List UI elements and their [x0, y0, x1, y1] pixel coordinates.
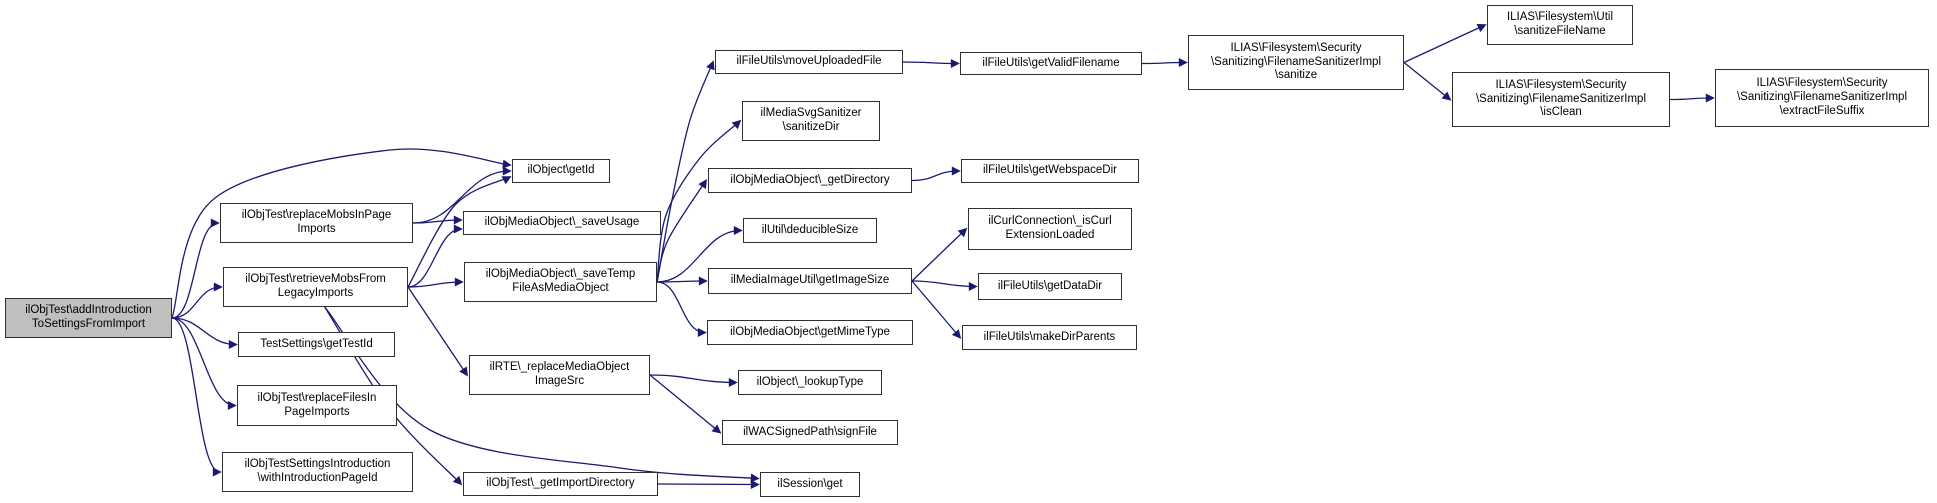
graph-node-with-introduction-page-id[interactable]: ilObjTestSettingsIntroduction \withIntro…: [222, 452, 413, 492]
graph-node-replace-mobs[interactable]: ilObjTest\replaceMobsInPage Imports: [220, 203, 413, 243]
graph-node-lookup-type[interactable]: ilObject\_lookupType: [738, 370, 882, 395]
edge-save-temp-to-sanitize-dir: [656, 119, 742, 283]
graph-node-is-curl-extension-loaded[interactable]: ilCurlConnection\_isCurl ExtensionLoaded: [968, 208, 1132, 250]
graph-node-move-uploaded-file[interactable]: ilFileUtils\moveUploadedFile: [715, 50, 903, 74]
edge-get-image-size-to-is-curl-extension-loaded: [911, 227, 968, 282]
edge-save-temp-to-move-uploaded-file: [656, 60, 715, 283]
graph-node-save-usage[interactable]: ilObjMediaObject\_saveUsage: [463, 211, 661, 235]
graph-node-save-temp[interactable]: ilObjMediaObject\_saveTemp FileAsMediaOb…: [464, 262, 657, 302]
edge-save-temp-to-deducible-size: [656, 226, 743, 283]
edge-retrieve-mobs-to-save-usage: [407, 224, 463, 288]
graph-node-get-valid-filename[interactable]: ilFileUtils\getValidFilename: [960, 52, 1142, 75]
edge-retrieve-mobs-to-save-temp: [407, 277, 464, 288]
graph-node-get-directory[interactable]: ilObjMediaObject\_getDirectory: [708, 168, 912, 193]
edge-save-temp-to-get-mime-type: [656, 281, 707, 337]
graph-node-sanitize-file-name[interactable]: ILIAS\Filesystem\Util \sanitizeFileName: [1487, 5, 1633, 45]
edge-add-introduction-to-get-test-id: [171, 317, 238, 349]
edge-add-introduction-to-retrieve-mobs: [171, 282, 223, 319]
graph-node-sanitize-dir[interactable]: ilMediaSvgSanitizer \sanitizeDir: [742, 101, 880, 141]
edge-is-clean-to-extract-file-suffix: [1669, 93, 1715, 103]
graph-node-sign-file[interactable]: ilWACSignedPath\signFile: [722, 420, 898, 445]
edge-replace-mobs-to-save-usage: [412, 215, 463, 225]
edge-sanitize-to-sanitize-file-name: [1403, 23, 1487, 64]
edge-replace-mobs-to-get-id: [412, 166, 512, 224]
edge-replace-media-object-image-src-to-sign-file: [649, 374, 722, 434]
edge-add-introduction-to-with-introduction-page-id: [171, 317, 222, 477]
edge-save-temp-to-get-image-size: [656, 276, 708, 286]
graph-node-get-import-directory[interactable]: ilObjTest\_getImportDirectory: [463, 472, 658, 496]
graph-node-is-clean[interactable]: ILIAS\Filesystem\Security \Sanitizing\Fi…: [1452, 72, 1670, 127]
edge-replace-media-object-image-src-to-lookup-type: [649, 374, 738, 387]
graph-node-get-mime-type[interactable]: ilObjMediaObject\getMimeType: [707, 320, 913, 345]
graph-node-get-data-dir[interactable]: ilFileUtils\getDataDir: [978, 273, 1122, 300]
edge-get-image-size-to-get-data-dir: [911, 280, 978, 291]
edge-add-introduction-to-get-id: [171, 148, 512, 319]
graph-node-session-get[interactable]: ilSession\get: [760, 472, 860, 497]
edge-save-temp-to-get-directory: [656, 178, 707, 283]
edge-get-directory-to-get-webspace-dir: [911, 166, 961, 182]
graph-node-replace-media-object-image-src[interactable]: ilRTE\_replaceMediaObject ImageSrc: [469, 355, 650, 395]
edge-add-introduction-to-replace-files: [171, 317, 237, 410]
edge-move-uploaded-file-to-get-valid-filename: [902, 58, 960, 68]
graph-node-get-test-id[interactable]: TestSettings\getTestId: [238, 332, 395, 357]
graph-node-extract-file-suffix[interactable]: ILIAS\Filesystem\Security \Sanitizing\Fi…: [1715, 69, 1929, 127]
edge-retrieve-mobs-to-get-id: [407, 176, 512, 288]
edge-add-introduction-to-replace-mobs: [171, 218, 220, 319]
graph-node-get-image-size[interactable]: ilMediaImageUtil\getImageSize: [708, 268, 912, 294]
graph-node-retrieve-mobs[interactable]: ilObjTest\retrieveMobsFrom LegacyImports: [223, 267, 408, 307]
graph-node-deducible-size[interactable]: ilUtil\deducibleSize: [743, 218, 877, 243]
edge-get-image-size-to-make-dir-parents: [911, 280, 962, 339]
graph-node-get-id[interactable]: ilObject\getId: [512, 159, 610, 183]
edge-sanitize-to-is-clean: [1403, 61, 1452, 101]
edge-retrieve-mobs-to-session-get: [324, 306, 760, 483]
graph-node-replace-files[interactable]: ilObjTest\replaceFilesIn PageImports: [237, 385, 397, 426]
edge-get-import-directory-to-session-get: [657, 479, 760, 489]
graph-node-add-introduction: ilObjTest\addIntroduction ToSettingsFrom…: [5, 298, 172, 338]
graph-node-make-dir-parents[interactable]: ilFileUtils\makeDirParents: [962, 325, 1137, 350]
graph-node-sanitize[interactable]: ILIAS\Filesystem\Security \Sanitizing\Fi…: [1188, 35, 1404, 90]
edge-retrieve-mobs-to-replace-media-object-image-src: [407, 286, 469, 377]
edge-get-valid-filename-to-sanitize: [1141, 58, 1188, 68]
graph-node-get-webspace-dir[interactable]: ilFileUtils\getWebspaceDir: [961, 159, 1139, 183]
